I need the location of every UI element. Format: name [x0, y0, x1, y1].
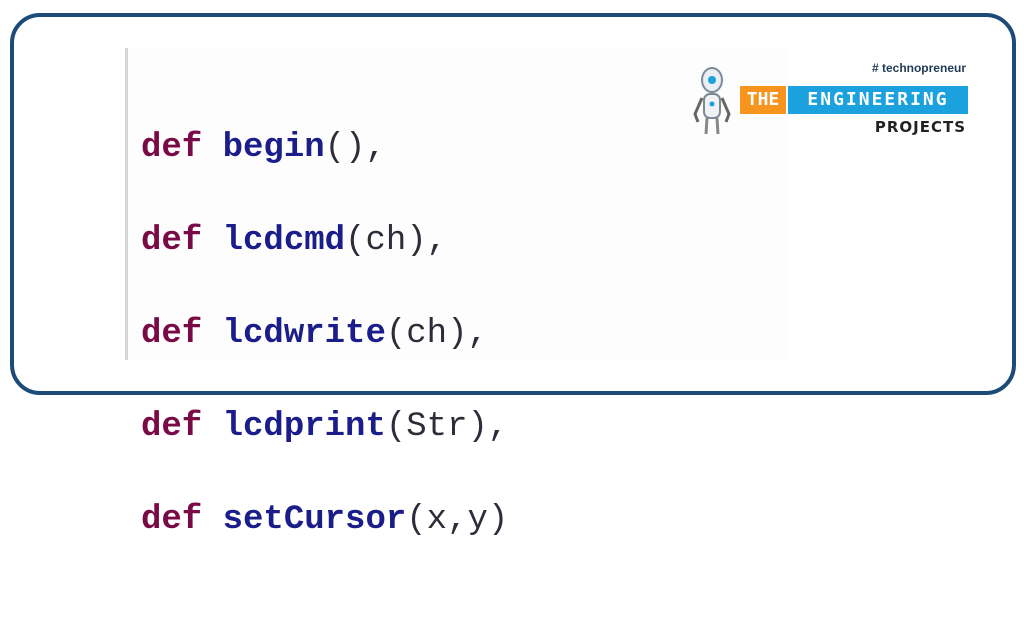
args: (x,y) — [406, 500, 509, 539]
code-line: def lcdwrite(ch), — [141, 311, 508, 358]
args: (ch), — [385, 314, 488, 353]
code-line: def setCursor(x,y) — [141, 497, 508, 544]
logo-the: THE — [740, 86, 786, 114]
keyword: def — [141, 500, 203, 539]
code-line: def lcdcmd(ch), — [141, 218, 508, 265]
keyword: def — [141, 407, 203, 446]
robot-icon — [693, 67, 731, 135]
args: (Str), — [385, 407, 509, 446]
function-name: lcdcmd — [222, 221, 346, 260]
args: (ch), — [345, 221, 448, 260]
function-name: lcdwrite — [222, 314, 386, 353]
logo-engineering: ENGINEERING — [788, 86, 968, 114]
keyword: def — [141, 221, 203, 260]
logo-projects: PROJECTS — [874, 118, 966, 136]
code-block: def begin(), def lcdcmd(ch), def lcdwrit… — [125, 48, 788, 539]
code-line: def begin(), — [141, 125, 508, 172]
engineering-projects-logo: # technopreneur THE ENGINEERING PROJECTS — [690, 58, 980, 148]
code-lines: def begin(), def lcdcmd(ch), def lcdwrit… — [141, 78, 508, 636]
keyword: def — [141, 128, 203, 167]
function-name: begin — [222, 128, 325, 167]
keyword: def — [141, 314, 203, 353]
args: (), — [324, 128, 386, 167]
function-name: lcdprint — [222, 407, 386, 446]
tagline: # technopreneur — [871, 61, 966, 75]
function-name: setCursor — [222, 500, 407, 539]
code-line: def lcdprint(Str), — [141, 404, 508, 451]
